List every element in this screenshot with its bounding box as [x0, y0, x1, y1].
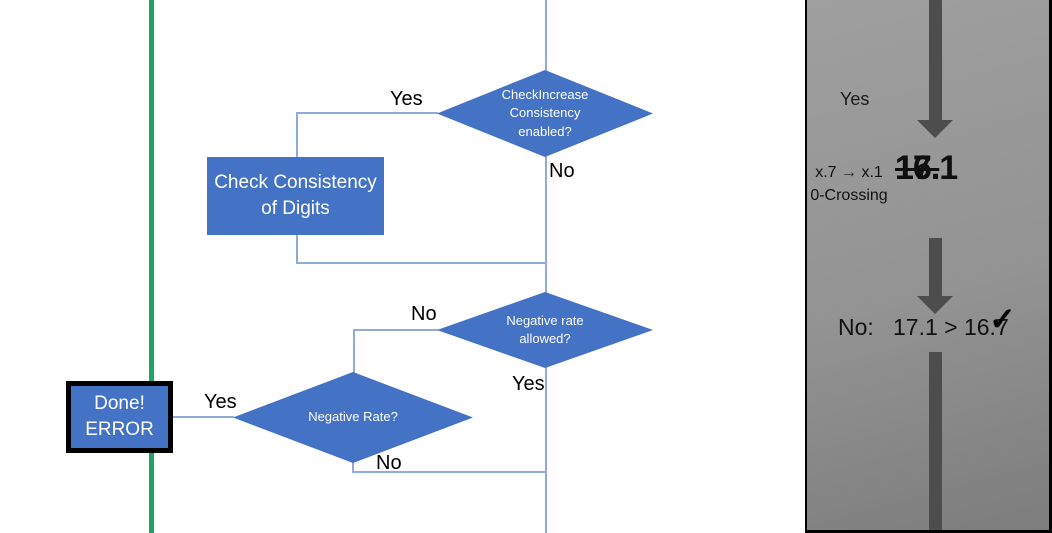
panel-yes-label: Yes — [840, 89, 870, 109]
connector-rect-right-horizontal — [296, 262, 546, 264]
branch-label-no-top: No — [549, 160, 575, 182]
panel-crossing-note: x.7 → x.1 0-Crossing — [810, 164, 888, 205]
connector-no-mid-vertical — [353, 329, 355, 373]
down-arrow-1-head-icon — [917, 120, 953, 138]
decision-negative-rate-allowed-label: Negative rate allowed? — [506, 312, 584, 346]
connector-yes-top-horizontal — [296, 112, 438, 114]
connector-yes-top-vertical — [296, 112, 298, 158]
decision-negative-rate: Negative Rate? — [233, 372, 473, 463]
connector-no-mid-horizontal — [353, 329, 438, 331]
branch-label-yes-done: Yes — [204, 391, 237, 413]
down-arrow-1-shaft — [929, 0, 942, 120]
connector-no-bottom-horizontal — [352, 471, 546, 473]
down-arrow-2-head-icon — [917, 296, 953, 314]
green-guide-line — [149, 0, 154, 533]
side-annotation-panel: Yes x.7 → x.1 0-Crossing 16.1 17.1 No: 1… — [805, 0, 1052, 533]
down-arrow-2-shaft — [929, 238, 942, 296]
branch-label-yes-mid: Yes — [512, 373, 545, 395]
decision-negative-rate-label: Negative Rate? — [308, 409, 398, 425]
decision-negative-rate-allowed: Negative rate allowed? — [437, 292, 653, 368]
connector-rect-down-vertical — [296, 234, 298, 263]
down-arrow-3-shaft — [929, 352, 942, 530]
panel-new-value: 17.1 — [895, 149, 958, 187]
decision-check-increase-consistency: CheckIncrease Consistency enabled? — [437, 70, 653, 157]
connector-done-horizontal — [173, 416, 234, 418]
connector-center-vertical — [545, 0, 547, 533]
checkmark-icon: ✓ — [989, 301, 1016, 337]
process-check-consistency-label: Check Consistency of Digits — [214, 172, 377, 219]
connector-no-bottom-vertical — [352, 462, 354, 473]
terminal-done-error-label: Done! ERROR — [85, 393, 154, 440]
branch-label-no-mid: No — [411, 303, 437, 325]
branch-label-yes-top: Yes — [390, 88, 423, 110]
process-check-consistency-of-digits: Check Consistency of Digits — [207, 157, 384, 235]
branch-label-no-bottom: No — [376, 452, 402, 474]
decision-check-increase-label: CheckIncrease Consistency enabled? — [501, 87, 589, 139]
terminal-done-error: Done! ERROR — [66, 381, 173, 453]
panel-result-label: No: — [838, 314, 874, 340]
panel-result-comparison: 17.1 > 16.7 — [893, 314, 1009, 340]
